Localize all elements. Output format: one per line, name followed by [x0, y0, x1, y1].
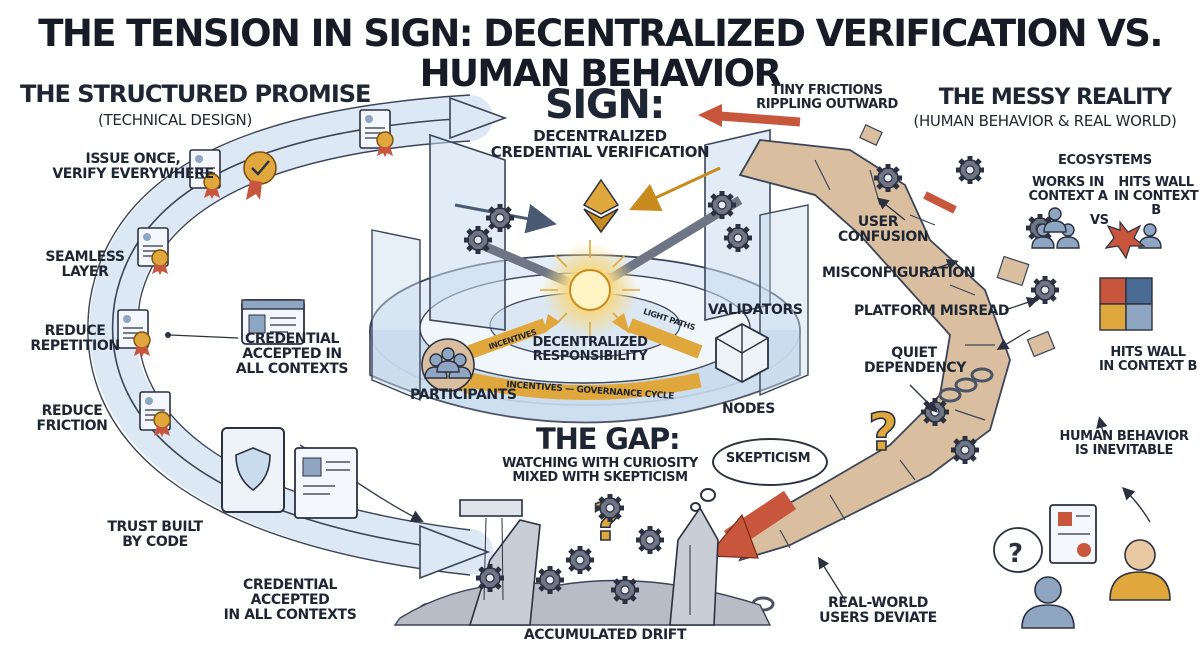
- sign-heading: SIGN:: [545, 82, 665, 128]
- ethereum-icon: [582, 178, 620, 234]
- main-title: THE TENSION IN SIGN: DECENTRALIZED VERIF…: [38, 12, 1163, 95]
- svg-text:?: ?: [868, 403, 898, 463]
- credential-card-icon: [241, 299, 305, 345]
- question-icon: ? ?: [591, 402, 899, 554]
- puzzle-icon: [1099, 277, 1153, 331]
- right-subheading: (HUMAN BEHAVIOR & REAL WORLD): [913, 112, 1177, 130]
- crumbling-path: [738, 124, 1056, 562]
- label-vs: VS: [1090, 213, 1109, 228]
- thought-bubble: ?: [993, 487, 1151, 573]
- certificate-icon: [133, 131, 394, 510]
- right-heading: THE MESSY REALITY: [938, 85, 1172, 110]
- bubble-dot: [700, 488, 716, 502]
- shield-icon: [221, 427, 285, 513]
- label-validators: VALIDATORS: [708, 302, 803, 318]
- label-misconfiguration: MISCONFIGURATION: [822, 265, 976, 281]
- label-skepticism: SKEPTICISM: [725, 451, 811, 466]
- cube-icon: [715, 322, 769, 384]
- svg-text:?: ?: [1008, 539, 1023, 569]
- user-icon: [1021, 504, 1171, 629]
- label-ecosystems: ECOSYSTEMS: [1058, 153, 1152, 168]
- skepticism-bubble: [712, 438, 828, 486]
- label-platform-misread: PLATFORM MISREAD: [854, 303, 1010, 319]
- bubble-dot: [690, 502, 701, 512]
- rubble-pile: [393, 499, 772, 626]
- label-accumulated-drift: ACCUMULATED DRIFT: [523, 627, 687, 643]
- label-issue-once: ISSUE ONCE,VERIFY EVERYWHERE: [52, 151, 214, 183]
- left-subheading: (TECHNICAL DESIGN): [97, 111, 253, 129]
- participants-icon: [421, 338, 475, 392]
- document-icon: [294, 447, 358, 519]
- gap-heading: THE GAP:: [536, 422, 681, 456]
- label-participants: PARTICIPANTS: [410, 387, 517, 403]
- label-nodes: NODES: [722, 401, 775, 417]
- left-heading: THE STRUCTURED PROMISE: [20, 80, 371, 108]
